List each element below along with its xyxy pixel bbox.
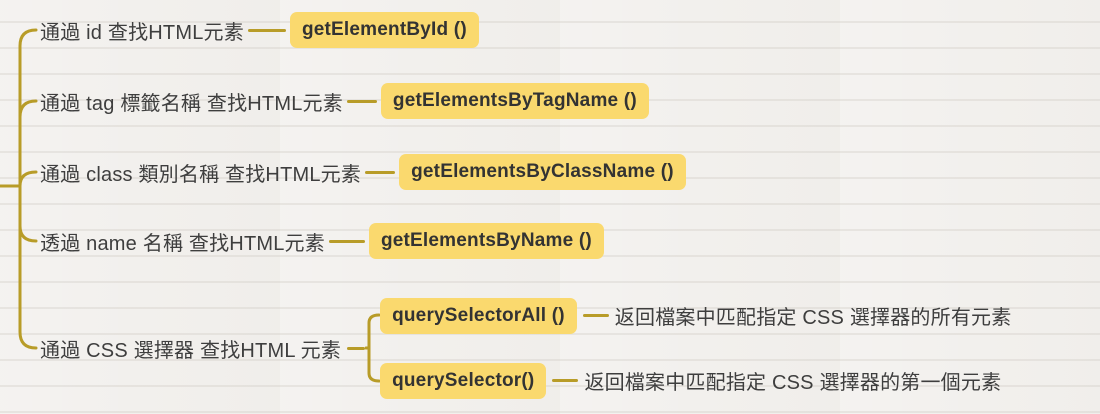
method-description-queryselector[interactable]: 返回檔案中匹配指定 CSS 選擇器的第一個元素 — [584, 372, 1002, 394]
branch-row-class: 通過 class 類別名稱 查找HTML元素 getElementsByClas… — [40, 154, 686, 190]
branch-label-tag[interactable]: 通過 tag 標籤名稱 查找HTML元素 — [40, 92, 343, 115]
branch-connector-line — [347, 346, 366, 350]
branch-row-css-selector: 通過 CSS 選擇器 查找HTML 元素 querySelectorAll ()… — [40, 296, 1011, 400]
fork-curve — [365, 313, 381, 383]
branch-connector-line — [247, 28, 286, 32]
method-node-getelementsbyclassname[interactable]: getElementsByClassName () — [399, 154, 686, 190]
branch-connector-line — [552, 379, 579, 382]
branch-connector-line — [582, 314, 609, 317]
branch-label-css-selector[interactable]: 通過 CSS 選擇器 查找HTML 元素 — [40, 339, 342, 362]
method-node-getelementsbytagname[interactable]: getElementsByTagName () — [380, 83, 649, 119]
branch-connector-line — [346, 99, 377, 103]
branch-connector-line — [328, 239, 365, 243]
branch-label-class[interactable]: 通過 class 類別名稱 查找HTML元素 — [40, 163, 362, 186]
method-node-getelementsbyname[interactable]: getElementsByName () — [368, 223, 604, 259]
mindmap-trunk-lines — [0, 28, 38, 350]
child-row-queryselector: querySelector() 返回檔案中匹配指定 CSS 選擇器的第一個元素 — [380, 362, 1011, 399]
branch-label-name[interactable]: 透過 name 名稱 查找HTML元素 — [40, 232, 325, 255]
method-description-queryselectorall[interactable]: 返回檔案中匹配指定 CSS 選擇器的所有元素 — [614, 307, 1012, 329]
child-row-queryselectorall: querySelectorAll () 返回檔案中匹配指定 CSS 選擇器的所有… — [380, 297, 1012, 334]
method-node-queryselectorall[interactable]: querySelectorAll () — [380, 297, 577, 334]
method-node-queryselector[interactable]: querySelector() — [380, 362, 547, 399]
branch-connector-line — [365, 170, 396, 174]
branch-label-id[interactable]: 通過 id 查找HTML元素 — [40, 21, 244, 44]
branch-row-tag: 通過 tag 標籤名稱 查找HTML元素 getElementsByTagNam… — [40, 83, 649, 119]
method-node-getelementbyid[interactable]: getElementById () — [289, 12, 479, 48]
branch-row-name: 透過 name 名稱 查找HTML元素 getElementsByName () — [40, 223, 604, 259]
branch-row-id: 通過 id 查找HTML元素 getElementById () — [40, 12, 479, 48]
css-selector-children: querySelectorAll () 返回檔案中匹配指定 CSS 選擇器的所有… — [380, 297, 1012, 399]
